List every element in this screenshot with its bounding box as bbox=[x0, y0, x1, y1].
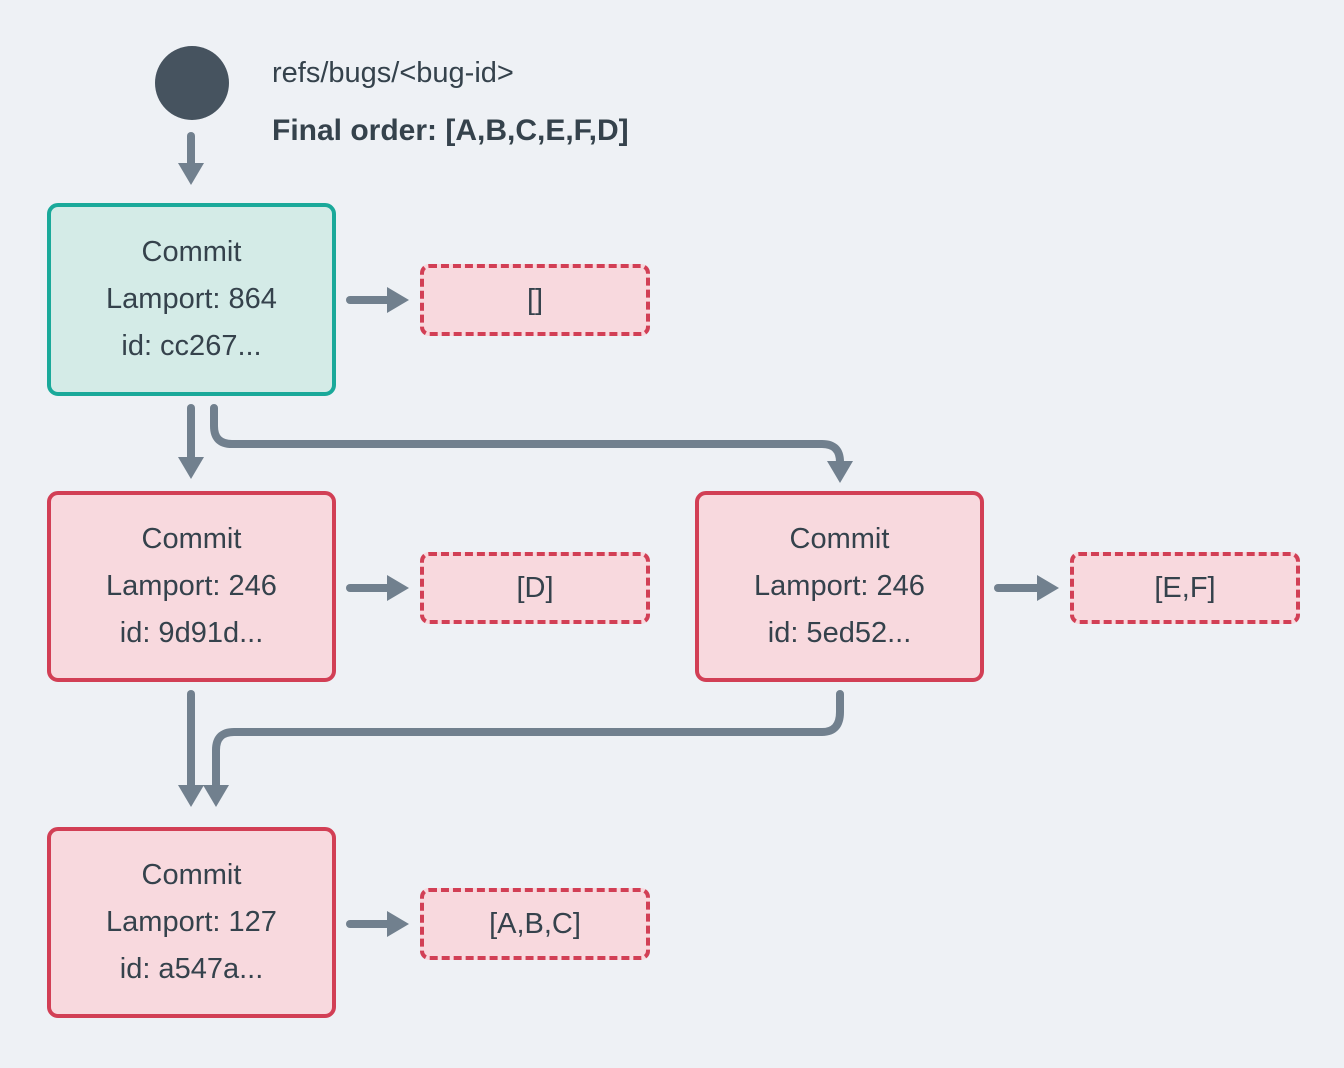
arrow-right-to-bottom-commit bbox=[203, 690, 844, 807]
commit-lamport: Lamport: 246 bbox=[106, 570, 277, 603]
commit-title: Commit bbox=[141, 523, 242, 556]
payload-value: [D] bbox=[516, 571, 554, 604]
payload-box-bottom: [A,B,C] bbox=[420, 888, 650, 960]
payload-box-right: [E,F] bbox=[1070, 552, 1300, 624]
commit-title: Commit bbox=[141, 859, 242, 892]
commit-id: id: 9d91d... bbox=[119, 616, 264, 649]
final-order-label: Final order: [A,B,C,E,F,D] bbox=[272, 114, 629, 147]
commit-id: id: cc267... bbox=[121, 329, 262, 362]
ref-label: refs/bugs/<bug-id> bbox=[272, 57, 514, 89]
commit-lamport: Lamport: 127 bbox=[106, 906, 277, 939]
commit-title: Commit bbox=[141, 236, 242, 269]
payload-value: [] bbox=[526, 283, 544, 316]
commit-id: id: a547a... bbox=[119, 952, 264, 985]
payload-value: [A,B,C] bbox=[489, 907, 581, 940]
arrow-root-to-right-commit bbox=[210, 404, 853, 483]
ref-head-circle bbox=[155, 46, 229, 120]
commit-node-left: Commit Lamport: 246 id: 9d91d... bbox=[47, 491, 336, 682]
commit-title: Commit bbox=[789, 523, 890, 556]
commit-node-root: Commit Lamport: 864 id: cc267... bbox=[47, 203, 336, 396]
commit-node-right: Commit Lamport: 246 id: 5ed52... bbox=[695, 491, 984, 682]
commit-lamport: Lamport: 864 bbox=[106, 283, 277, 316]
payload-value: [E,F] bbox=[1154, 571, 1216, 604]
commit-id: id: 5ed52... bbox=[767, 616, 912, 649]
payload-box-root: [] bbox=[420, 264, 650, 336]
commit-lamport: Lamport: 246 bbox=[754, 570, 925, 603]
payload-box-left: [D] bbox=[420, 552, 650, 624]
commit-node-bottom: Commit Lamport: 127 id: a547a... bbox=[47, 827, 336, 1018]
